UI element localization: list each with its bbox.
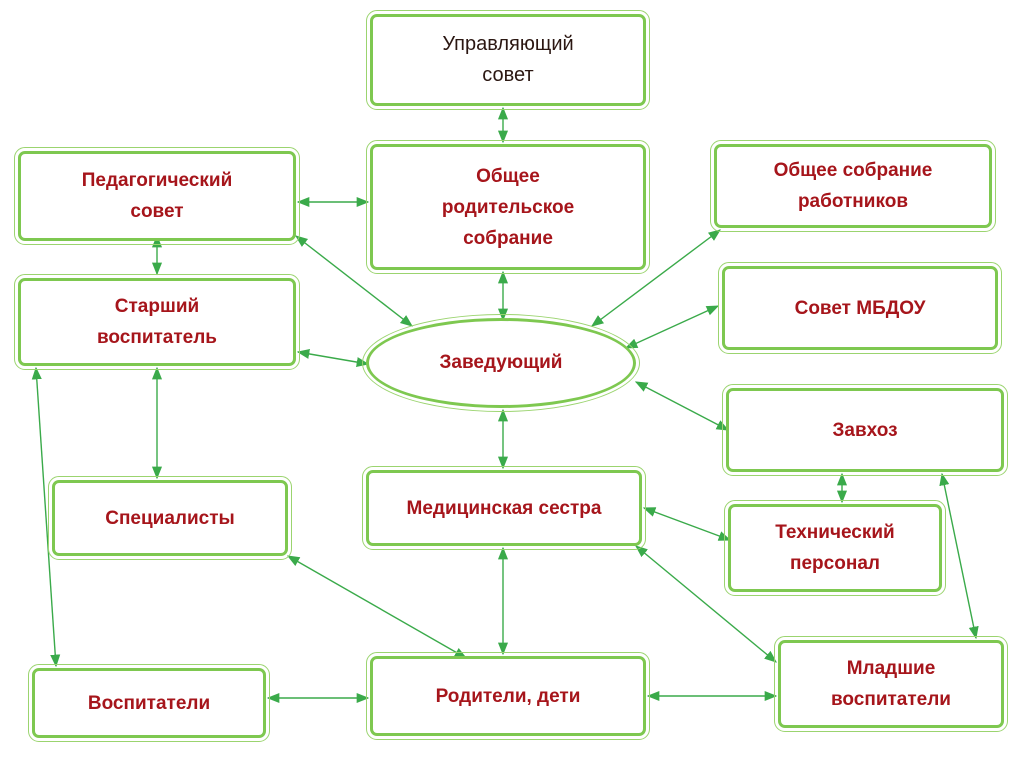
arrow-staff-meeting-head bbox=[590, 229, 722, 327]
technical-staff-label: Технический персонал bbox=[775, 522, 895, 574]
head-ellipse: Заведующий bbox=[362, 314, 640, 412]
specialists-box: Специалисты bbox=[48, 476, 292, 560]
nurse-box: Медицинская сестра bbox=[362, 466, 646, 550]
arrow-nurse-technical bbox=[642, 507, 732, 541]
arrow-senior-educators bbox=[31, 366, 61, 668]
arrow-mbdou-head bbox=[624, 305, 720, 349]
arrow-nurse-junior bbox=[635, 545, 777, 663]
supply-manager-box: Завхоз bbox=[722, 384, 1008, 476]
arrow-senior-head bbox=[296, 348, 370, 368]
governing-council-label: Управляющий совет bbox=[442, 33, 574, 86]
supply-manager-label: Завхоз bbox=[832, 419, 898, 441]
parents-children-label: Родители, дети bbox=[435, 685, 581, 707]
technical-staff-box: Технический персонал bbox=[724, 500, 946, 596]
parents-children-box: Родители, дети bbox=[366, 652, 650, 740]
mbdou-council-label: Совет МБДОУ bbox=[794, 297, 926, 319]
head-label: Заведующий bbox=[439, 352, 563, 373]
junior-educators-label: Младшие воспитатели bbox=[830, 658, 951, 710]
pedagogical-council-label: Педагогический совет bbox=[81, 170, 233, 222]
educators-label: Воспитатели bbox=[87, 692, 211, 714]
staff-meeting-label: Общее собрание работников bbox=[773, 160, 933, 212]
parent-meeting-label: Общее родительское собрание bbox=[441, 165, 575, 249]
pedagogical-council-box: Педагогический совет bbox=[14, 147, 300, 245]
junior-educators-box: Младшие воспитатели bbox=[774, 636, 1008, 732]
nurse-label: Медицинская сестра bbox=[406, 497, 602, 519]
senior-educator-box: Старший воспитатель bbox=[14, 274, 300, 370]
senior-educator-label: Старший воспитатель bbox=[96, 296, 217, 348]
staff-meeting-box: Общее собрание работников bbox=[710, 140, 996, 232]
arrow-pedcouncil-head bbox=[295, 235, 413, 327]
parent-meeting-box: Общее родительское собрание bbox=[366, 140, 650, 274]
mbdou-council-box: Совет МБДОУ bbox=[718, 262, 1002, 354]
educators-box: Воспитатели bbox=[28, 664, 270, 742]
arrow-specialists-parents bbox=[286, 555, 468, 659]
arrow-head-supply bbox=[634, 381, 730, 431]
specialists-label: Специалисты bbox=[105, 507, 235, 529]
arrow-supply-junior bbox=[939, 472, 979, 640]
governing-council-box: Управляющий совет bbox=[366, 10, 650, 110]
